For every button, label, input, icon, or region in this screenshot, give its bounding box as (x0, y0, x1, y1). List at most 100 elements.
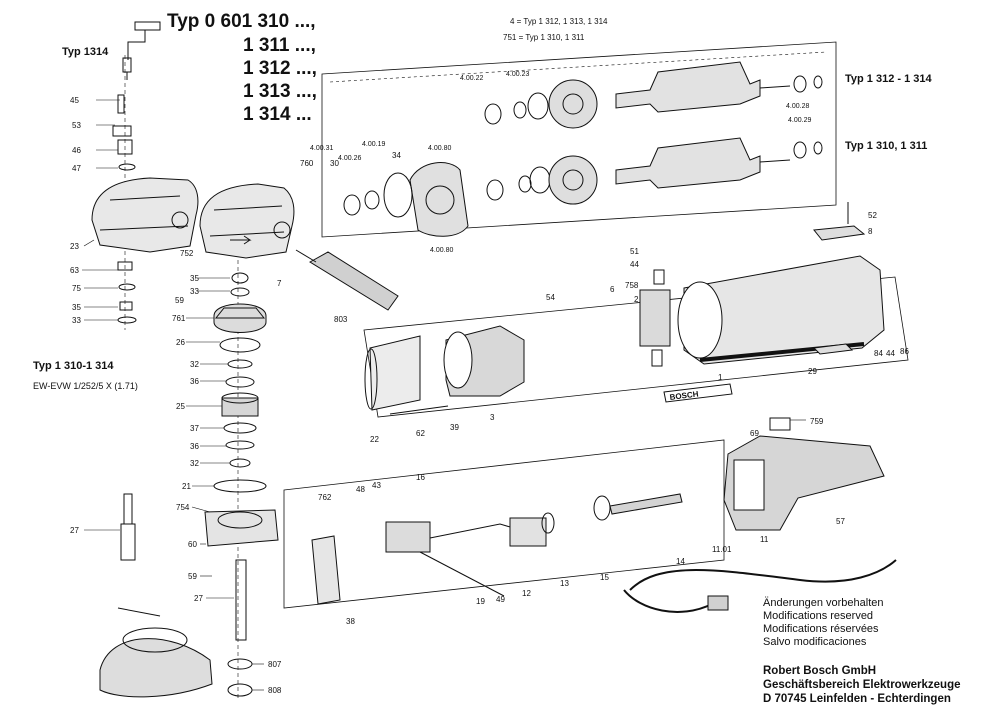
label-60: 60 (188, 540, 197, 549)
label-44b: 44 (886, 349, 895, 358)
label-19: 19 (476, 597, 485, 606)
company-address: D 70745 Leinfelden - Echterdingen (763, 693, 951, 705)
label-47: 47 (72, 164, 81, 173)
label-33b: 33 (190, 287, 199, 296)
label-808: 808 (268, 686, 282, 695)
label-54: 54 (546, 293, 555, 302)
label-803: 803 (334, 315, 348, 324)
switch-plate-762 (311, 535, 341, 605)
armature-lower (615, 137, 823, 189)
label-44a: 44 (630, 260, 639, 269)
label-45: 45 (70, 96, 79, 105)
label-762: 762 (318, 493, 332, 502)
label-3: 3 (490, 413, 495, 422)
switch-frame (283, 439, 725, 609)
label-53: 53 (72, 121, 81, 130)
valve-assembly (122, 21, 161, 80)
label-59a: 59 (175, 296, 184, 305)
note-4: 4 = Typ 1 312, 1 313, 1 314 (510, 17, 608, 26)
typ-1311: 1 311 ..., (243, 35, 316, 56)
label-37: 37 (190, 424, 199, 433)
typ-1310-1311-label: Typ 1 310, 1 311 (845, 140, 928, 152)
label-16: 16 (416, 473, 425, 482)
label-57: 57 (836, 517, 845, 526)
capacitor-12 (509, 512, 555, 547)
part-labels: 45 53 46 47 23 63 75 35 33 752 760 35 33… (70, 71, 909, 695)
label-75: 75 (72, 284, 81, 293)
label-30: 30 (330, 159, 339, 168)
label-11-01: 11.01 (712, 545, 732, 554)
cable-sleeve-15 (593, 493, 683, 521)
label-34: 34 (392, 151, 401, 160)
cover-plate (812, 343, 854, 355)
label-39: 39 (450, 423, 459, 432)
label-21: 21 (182, 482, 191, 491)
label-13: 13 (560, 579, 569, 588)
typ-range-label: Typ 1 310-1 314 (33, 360, 114, 372)
note-es: Salvo modificaciones (763, 636, 867, 648)
armature-rings (343, 92, 551, 218)
label-4-00-23: 4.00.23 (506, 71, 529, 78)
fan-lower (548, 155, 598, 205)
label-38: 38 (346, 617, 355, 626)
typ-1314-label: Typ 1314 (62, 46, 109, 58)
label-754: 754 (176, 503, 190, 512)
label-32a: 32 (190, 360, 199, 369)
label-4-00-26: 4.00.26 (338, 155, 361, 162)
label-7: 7 (277, 279, 282, 288)
label-4-00-19: 4.00.19 (362, 141, 385, 148)
label-23: 23 (70, 242, 79, 251)
leader-lines (82, 99, 806, 691)
label-25: 25 (176, 402, 185, 411)
note-fr: Modifications réservées (763, 623, 879, 635)
label-4-00-80a: 4.00.80 (428, 145, 451, 152)
label-27b: 27 (194, 594, 203, 603)
modification-notes: Änderungen vorbehalten Modifications res… (763, 597, 883, 649)
brush-cover-759 (769, 417, 791, 431)
gear-housing-23 (91, 177, 199, 253)
gear-stack (204, 272, 279, 697)
label-35a: 35 (72, 303, 81, 312)
company-division: Geschäftsbereich Elektrowerkzeuge (763, 679, 961, 691)
label-6: 6 (610, 285, 615, 294)
bosch-brand: BOSCH (669, 390, 699, 402)
nameplate (663, 383, 733, 403)
label-1: 1 (718, 373, 723, 382)
label-14: 14 (676, 557, 685, 566)
flange (409, 162, 469, 237)
switch-16 (385, 521, 521, 597)
note-en: Modifications reserved (763, 610, 874, 622)
wheel-guard (99, 607, 213, 698)
label-62: 62 (416, 429, 425, 438)
company-block: Robert Bosch GmbH Geschäftsbereich Elekt… (763, 664, 961, 706)
label-59b: 59 (188, 572, 197, 581)
label-49: 49 (496, 595, 505, 604)
label-35b: 35 (190, 274, 199, 283)
label-8: 8 (868, 227, 873, 236)
label-33a: 33 (72, 316, 81, 325)
label-752: 752 (180, 249, 194, 258)
gear-housing-752 (199, 183, 295, 259)
label-761: 761 (172, 314, 186, 323)
label-22: 22 (370, 435, 379, 444)
label-36a: 36 (190, 377, 199, 386)
rear-handle-11 (723, 435, 885, 531)
label-807: 807 (268, 660, 282, 669)
label-4-00-22: 4.00.22 (460, 75, 483, 82)
label-4-00-28: 4.00.28 (786, 103, 809, 110)
armature-upper (615, 61, 823, 113)
label-32b: 32 (190, 459, 199, 468)
label-4-00-80b: 4.00.80 (430, 247, 453, 254)
armature-frame (321, 41, 837, 238)
stator-3 (443, 325, 525, 397)
spindle-27 (120, 493, 136, 561)
label-759: 759 (810, 417, 824, 426)
label-4-00-31: 4.00.31 (310, 145, 333, 152)
note-de: Änderungen vorbehalten (763, 597, 884, 609)
label-52: 52 (868, 211, 877, 220)
motor-housing-1 (677, 255, 885, 365)
label-43: 43 (372, 481, 381, 490)
screw-plate-8 (813, 202, 866, 241)
label-15: 15 (600, 573, 609, 582)
